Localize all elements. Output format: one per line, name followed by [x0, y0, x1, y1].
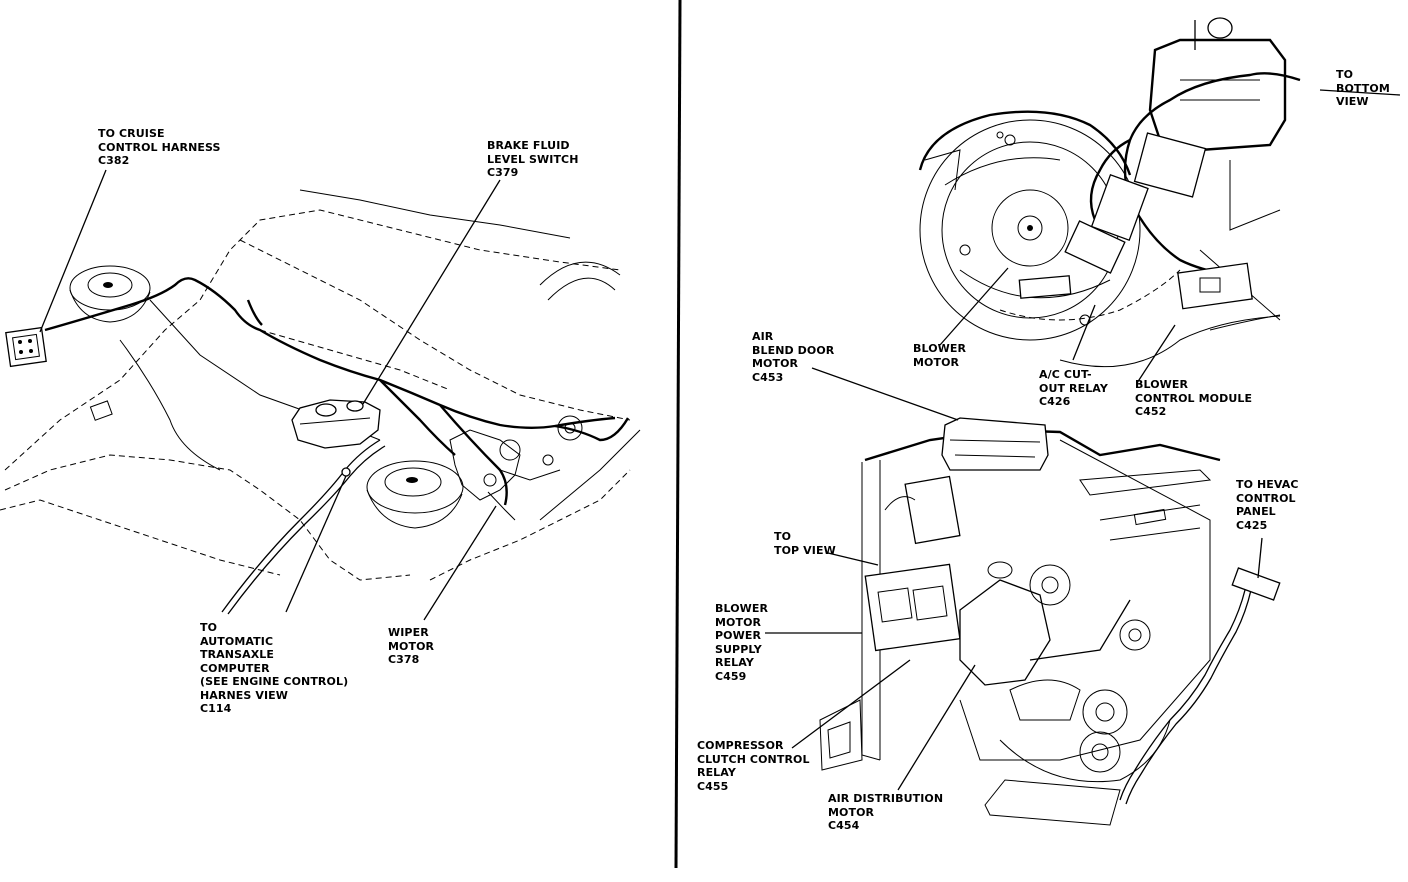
label-line: BLOWER [715, 602, 769, 615]
label-line: RELAY [715, 656, 754, 669]
label-line: C459 [715, 669, 747, 683]
label-line: OUT RELAY [1039, 381, 1108, 395]
label-line: TRANSAXLE [200, 648, 275, 661]
label-line: TOP VIEW [774, 543, 836, 557]
label-line: C455 [697, 779, 729, 793]
label-line: TO CRUISE [98, 127, 165, 140]
label-line: MOTOR [752, 357, 799, 370]
label-line: (SEE ENGINE CONTROL) [200, 675, 349, 688]
label-to-top-view: TO TOP VIEW [774, 530, 836, 557]
label-line: BOTTOM [1336, 81, 1390, 95]
label-line: AIR [752, 330, 774, 343]
label-blower-motor: BLOWER MOTOR [913, 342, 966, 369]
label-transaxle-computer: TO AUTOMATIC TRANSAXLE COMPUTER (SEE ENG… [200, 621, 348, 716]
hvac-module-drawing [765, 17, 1401, 826]
panel-divider [674, 0, 682, 869]
label-line: C382 [98, 154, 130, 167]
label-line: C425 [1236, 518, 1268, 532]
label-line: BLOWER [1135, 378, 1189, 391]
label-line: COMPRESSOR [697, 739, 784, 752]
label-line: C452 [1135, 405, 1167, 418]
label-line: A/C CUT- [1039, 368, 1092, 381]
label-blower-motor-power-supply-relay: BLOWER MOTOR POWER SUPPLY RELAY C459 [715, 602, 768, 683]
label-line: AIR DISTRIBUTION [828, 792, 944, 805]
label-line: LEVEL SWITCH [487, 152, 579, 166]
label-line: HARNES VIEW [200, 688, 289, 702]
label-compressor-clutch-control-relay: COMPRESSOR CLUTCH CONTROL RELAY C455 [697, 739, 810, 793]
label-line: PANEL [1236, 505, 1276, 518]
label-line: RELAY [697, 766, 736, 779]
label-line: CLUTCH CONTROL [697, 752, 810, 766]
label-air-distribution-motor: AIR DISTRIBUTION MOTOR C454 [828, 792, 943, 833]
label-cruise-control-harness: TO CRUISE CONTROL HARNESS C382 [98, 127, 221, 168]
label-line: C378 [388, 653, 420, 666]
label-line: TO [1336, 68, 1354, 81]
label-line: VIEW [1336, 95, 1369, 108]
label-line: SUPPLY [715, 642, 762, 656]
label-line: POWER [715, 629, 762, 642]
label-to-bottom-view: TO BOTTOM VIEW [1336, 68, 1390, 109]
label-line: COMPUTER [200, 661, 270, 675]
label-line: TO HEVAC [1236, 478, 1299, 491]
label-line: WIPER [388, 626, 429, 639]
label-line: TO [200, 621, 218, 634]
label-line: CONTROL MODULE [1135, 391, 1253, 405]
label-brake-fluid-level-switch: BRAKE FLUID LEVEL SWITCH C379 [487, 139, 579, 180]
engine-compartment-drawing [0, 169, 641, 621]
label-line: MOTOR [715, 615, 762, 629]
label-line: BRAKE FLUID [487, 139, 570, 152]
label-line: CONTROL [1236, 491, 1296, 505]
label-hevac-control-panel: TO HEVAC CONTROL PANEL C425 [1236, 478, 1299, 532]
label-line: C114 [200, 702, 232, 715]
label-air-blend-door-motor: AIR BLEND DOOR MOTOR C453 [752, 330, 834, 384]
label-line: BLEND DOOR [752, 343, 835, 357]
label-line: C379 [487, 166, 519, 179]
label-line: MOTOR [913, 355, 960, 369]
label-ac-cutout-relay: A/C CUT- OUT RELAY C426 [1039, 368, 1108, 409]
label-blower-control-module: BLOWER CONTROL MODULE C452 [1135, 378, 1252, 419]
label-line: C454 [828, 819, 860, 832]
label-line: AUTOMATIC [200, 634, 274, 648]
label-line: BLOWER [913, 342, 967, 355]
label-line: MOTOR [828, 805, 875, 819]
label-line: TO [774, 530, 792, 543]
label-line: MOTOR [388, 639, 435, 653]
label-line: C453 [752, 370, 784, 384]
label-line: C426 [1039, 395, 1071, 408]
label-wiper-motor: WIPER MOTOR C378 [388, 626, 434, 667]
label-line: CONTROL HARNESS [98, 140, 221, 154]
